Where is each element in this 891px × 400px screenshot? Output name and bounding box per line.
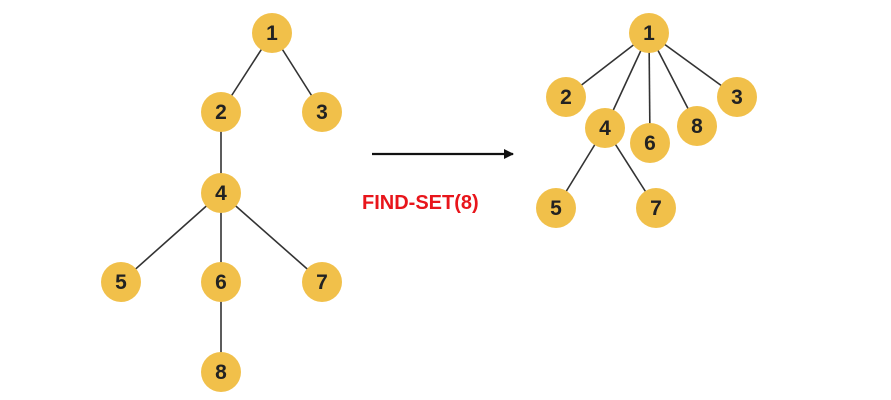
after-node-circle	[629, 13, 669, 53]
after-node-circle	[585, 108, 625, 148]
before-node-6: 6	[201, 262, 241, 302]
before-node-circle	[201, 352, 241, 392]
before-node-circle	[101, 262, 141, 302]
after-node-label: 7	[650, 197, 662, 220]
after-node-label: 4	[599, 117, 611, 140]
before-node-3: 3	[302, 92, 342, 132]
after-node-circle	[717, 77, 757, 117]
after-node-label: 5	[550, 197, 562, 220]
before-edge-4-7	[220, 192, 323, 283]
before-node-label: 7	[316, 271, 328, 294]
after-node-circle	[546, 77, 586, 117]
before-node-label: 1	[266, 22, 278, 45]
before-node-circle	[302, 92, 342, 132]
after-node-label: 1	[643, 22, 655, 45]
before-node-circle	[201, 92, 241, 132]
after-node-8: 8	[677, 106, 717, 146]
after-node-label: 8	[691, 115, 703, 138]
after-node-3: 3	[717, 77, 757, 117]
before-node-7: 7	[302, 262, 342, 302]
before-node-4: 4	[201, 173, 241, 213]
after-node-1: 1	[629, 13, 669, 53]
after-node-circle	[630, 123, 670, 163]
before-node-label: 8	[215, 361, 227, 384]
after-node-5: 5	[536, 188, 576, 228]
operation-label: FIND-SET(8)	[362, 192, 479, 214]
before-node-1: 1	[252, 13, 292, 53]
after-node-circle	[636, 188, 676, 228]
before-tree-nodes: 1 2 3 4 5 6 7 8	[101, 13, 342, 392]
after-node-6: 6	[630, 123, 670, 163]
before-node-label: 5	[115, 271, 127, 294]
before-node-8: 8	[201, 352, 241, 392]
before-node-2: 2	[201, 92, 241, 132]
before-node-circle	[252, 13, 292, 53]
before-node-circle	[302, 262, 342, 302]
before-node-circle	[201, 262, 241, 302]
after-node-circle	[536, 188, 576, 228]
before-edge-4-5	[120, 192, 222, 283]
before-node-label: 3	[316, 101, 328, 124]
before-node-label: 4	[215, 182, 227, 205]
before-node-label: 2	[215, 101, 227, 124]
after-node-label: 6	[644, 132, 656, 155]
after-node-label: 3	[731, 86, 743, 109]
before-node-label: 6	[215, 271, 227, 294]
after-node-4: 4	[585, 108, 625, 148]
after-tree-nodes: 1 2 3 4 5 6 7 8	[536, 13, 757, 228]
after-node-circle	[677, 106, 717, 146]
after-node-7: 7	[636, 188, 676, 228]
after-node-label: 2	[560, 86, 572, 109]
before-node-circle	[201, 173, 241, 213]
after-node-2: 2	[546, 77, 586, 117]
before-node-5: 5	[101, 262, 141, 302]
